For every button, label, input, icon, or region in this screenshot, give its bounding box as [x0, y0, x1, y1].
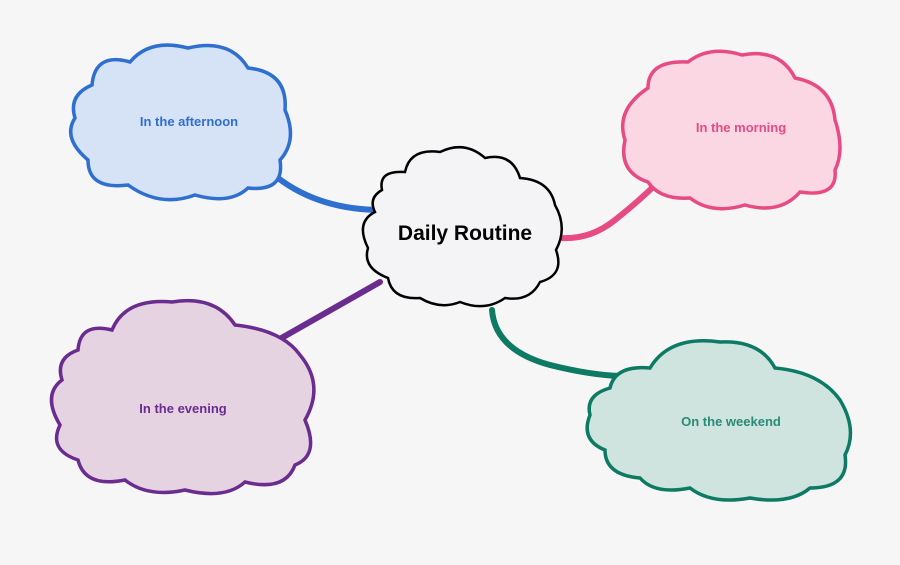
cloud-shape-morning: [620, 49, 842, 211]
connector-afternoon: [275, 175, 385, 213]
connector-morning: [557, 182, 658, 242]
node-center: Daily Routine: [361, 145, 563, 308]
connector-weekend: [489, 307, 623, 379]
node-afternoon: In the afternoon: [68, 43, 293, 202]
node-label-morning: In the morning: [696, 120, 786, 135]
node-morning: In the morning: [620, 49, 842, 211]
node-label-afternoon: In the afternoon: [140, 114, 238, 129]
node-label-center: Daily Routine: [398, 222, 532, 245]
node-label-weekend: On the weekend: [681, 414, 781, 429]
node-label-evening: In the evening: [139, 401, 226, 416]
node-weekend: On the weekend: [585, 339, 853, 502]
cloud-shape-weekend: [585, 339, 853, 502]
connector-evening: [275, 279, 383, 343]
cloud-shape-center: [361, 145, 563, 308]
cloud-shape-afternoon: [68, 43, 293, 202]
node-evening: In the evening: [49, 298, 316, 496]
cloud-shape-evening: [49, 298, 316, 496]
